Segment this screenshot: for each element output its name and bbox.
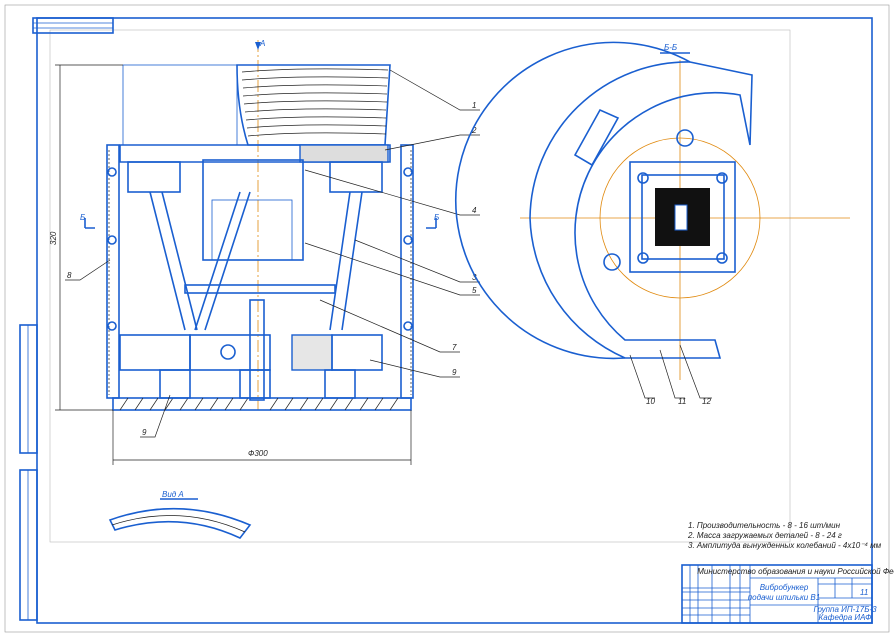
section-mark-right: Б [434,213,439,222]
section-view-bb: Б-Б 10 11 12 [454,41,850,406]
drawing-title-line1: Вибробункер [760,583,809,592]
callout-9b: 9 [142,428,147,437]
note-3: 3. Амплитуда вынужденных колебаний - 4х1… [688,541,882,550]
callout-4: 4 [472,206,477,215]
title-block: Министерство образования и науки Российс… [681,564,894,624]
view-a-label: Вид А [162,490,184,499]
top-left-stamp [32,17,114,34]
left-side-strips [19,324,38,621]
technical-notes: 1. Производительность - 8 - 16 шт/мин 2.… [687,521,882,550]
callout-5: 5 [472,286,477,295]
section-view-label: Б-Б [664,43,677,52]
view-arrow-label: А [259,39,265,48]
callout-8: 8 [67,271,72,280]
callout-11: 11 [678,397,686,406]
callout-2: 2 [471,126,477,135]
callout-12: 12 [702,397,711,406]
note-1: 1. Производительность - 8 - 16 шт/мин [688,521,841,530]
drawing-title-line2: подачи шпильки В1 [748,593,820,602]
sheet-count: 11 [860,588,868,597]
callout-9: 9 [452,368,457,377]
title-block-header: Министерство образования и науки Российс… [697,567,894,576]
callout-3: 3 [472,273,477,282]
callout-10: 10 [646,397,655,406]
view-a-detail: Вид А [108,490,252,539]
sheet-border [4,4,890,633]
drawing-frame [36,17,873,624]
callout-1: 1 [472,101,476,110]
main-section-view: А [49,39,480,465]
dimension-height: 320 [49,231,58,245]
note-2: 2. Масса загружаемых деталей - 8 - 24 г [687,531,842,540]
department-label: Кафедра ИАФ [819,613,873,622]
view-area [49,29,791,543]
group-label: Группа ИП-17Б-3 [813,605,877,614]
section-mark-left: Б [80,213,85,222]
callout-7: 7 [452,343,457,352]
dimension-diameter: Ф300 [248,449,268,458]
